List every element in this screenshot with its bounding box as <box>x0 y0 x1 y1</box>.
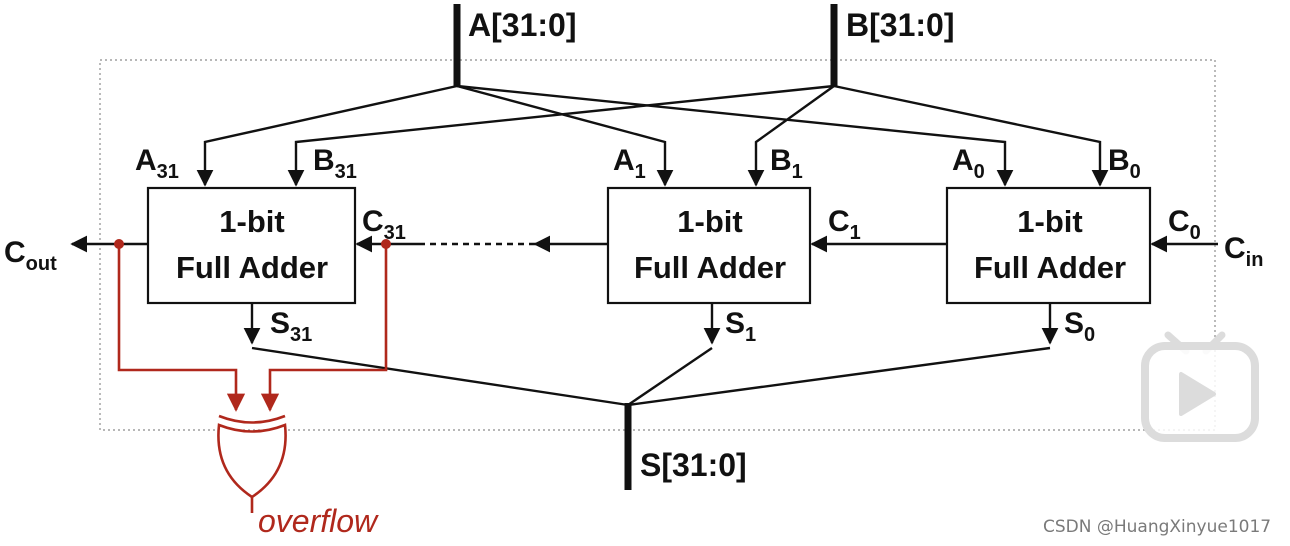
bus-b-label: B[31:0] <box>846 7 954 43</box>
full-adder-bit31: 1-bit Full Adder <box>146 186 357 305</box>
adder-line2: Full Adder <box>634 250 786 285</box>
cout-junction-dot <box>114 239 124 249</box>
carry-label-c1: C1 <box>828 205 861 244</box>
overflow-wires <box>117 244 388 513</box>
input-label-b0: B0 <box>1108 144 1141 183</box>
full-adder-bit1: 1-bit Full Adder <box>606 186 812 305</box>
input-label-a1: A1 <box>613 144 646 183</box>
sum-output-wires <box>243 303 1059 407</box>
csdn-watermark: CSDN @HuangXinyue1017 <box>1043 517 1271 537</box>
bilibili-tv-icon[interactable] <box>1141 331 1259 442</box>
carry-in-label: Cin <box>1224 232 1263 271</box>
carry-label-c31: C31 <box>362 205 406 244</box>
c31-junction-dot <box>381 239 391 249</box>
carry-out-label: Cout <box>4 236 57 275</box>
input-label-a31: A31 <box>135 144 179 183</box>
overflow-label: overflow <box>258 503 379 539</box>
xor-gate-icon <box>217 414 287 499</box>
bus-s-label: S[31:0] <box>640 447 747 483</box>
bus-a-label: A[31:0] <box>468 7 576 43</box>
sum-label-s1: S1 <box>725 307 756 346</box>
sum-label-s0: S0 <box>1064 307 1095 346</box>
carry-label-c0: C0 <box>1168 205 1201 244</box>
adder-line2: Full Adder <box>974 250 1126 285</box>
adder-line1: 1-bit <box>677 204 742 239</box>
play-icon[interactable] <box>1179 372 1216 416</box>
input-label-b31: B31 <box>313 144 357 183</box>
adder-line1: 1-bit <box>219 204 284 239</box>
adder-line2: Full Adder <box>176 250 328 285</box>
sum-label-s31: S31 <box>270 307 312 346</box>
a-fanout-wires <box>196 84 1014 187</box>
input-label-a0: A0 <box>952 144 985 183</box>
input-label-b1: B1 <box>770 144 803 183</box>
b-fanout-wires <box>287 84 1109 187</box>
full-adder-bit0: 1-bit Full Adder <box>945 186 1152 305</box>
adder-line1: 1-bit <box>1017 204 1082 239</box>
